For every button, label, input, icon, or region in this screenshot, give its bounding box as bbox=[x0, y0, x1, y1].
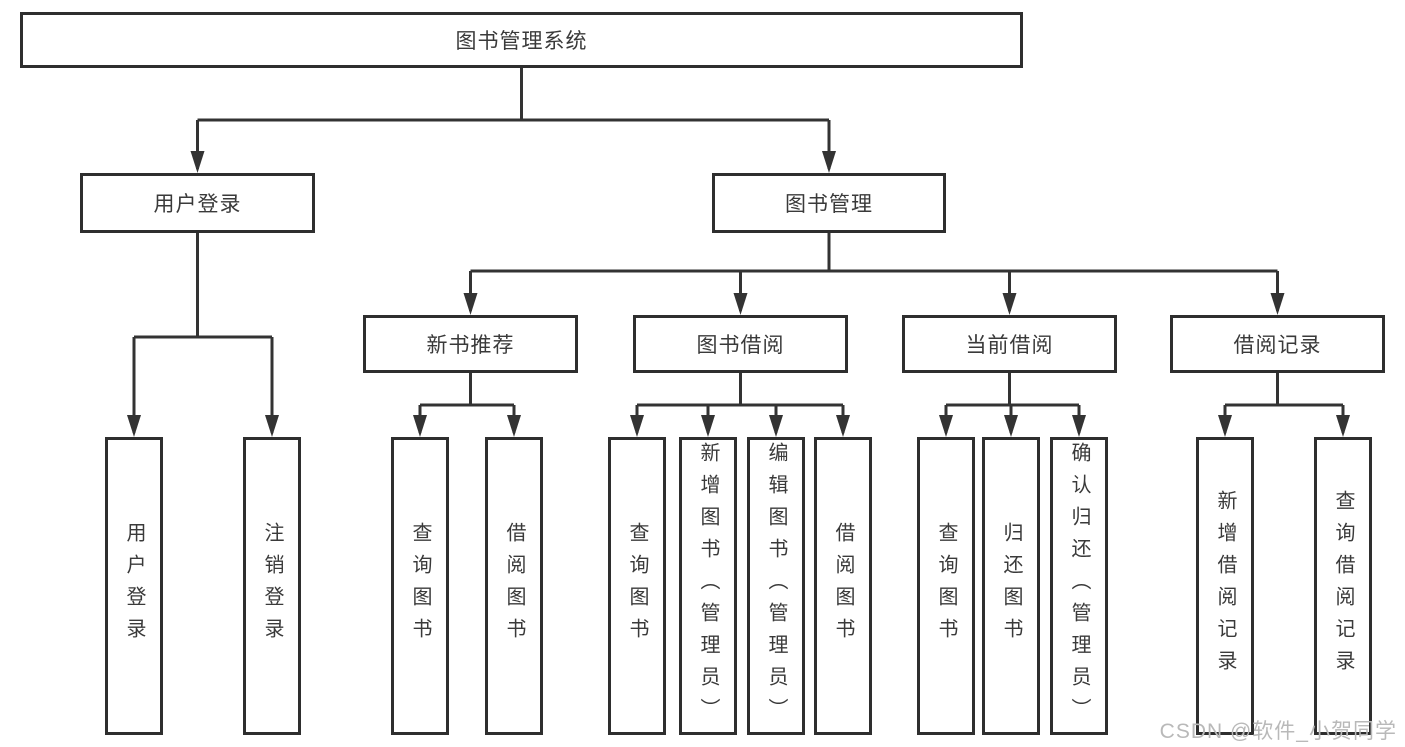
node-label: 查询借阅记录 bbox=[1332, 490, 1354, 682]
node-label: 查询图书 bbox=[935, 522, 957, 650]
node-label: 图书借阅 bbox=[696, 334, 785, 357]
leaf-borrow-books-recommend: 借阅图书 bbox=[485, 437, 543, 735]
leaf-add-book-admin: 新增图书（管理员） bbox=[679, 437, 737, 735]
node-label: 图书管理系统 bbox=[455, 30, 588, 53]
arrow-down-icon bbox=[1072, 415, 1086, 437]
node-label: 借阅记录 bbox=[1233, 334, 1322, 357]
arrow-down-icon bbox=[733, 293, 748, 315]
arrow-down-icon bbox=[939, 415, 953, 437]
node-label: 新书推荐 bbox=[426, 334, 515, 357]
node-book-borrow: 图书借阅 bbox=[633, 315, 848, 373]
leaf-query-books-borrow: 查询图书 bbox=[608, 437, 666, 735]
arrow-down-icon bbox=[1218, 415, 1232, 437]
leaf-query-books-current: 查询图书 bbox=[917, 437, 975, 735]
leaf-confirm-return-admin: 确认归还（管理员） bbox=[1050, 437, 1108, 735]
node-label: 借阅图书 bbox=[503, 522, 525, 650]
arrow-down-icon bbox=[630, 415, 644, 437]
watermark: CSDN @软件_小贺同学 bbox=[1159, 720, 1397, 743]
connector-lines bbox=[132, 68, 1345, 433]
node-label: 查询图书 bbox=[409, 522, 431, 650]
arrow-down-icon bbox=[190, 151, 205, 173]
arrow-down-icon bbox=[1270, 293, 1285, 315]
arrow-down-icon bbox=[769, 415, 783, 437]
node-root: 图书管理系统 bbox=[20, 12, 1023, 68]
node-label: 归还图书 bbox=[1000, 522, 1022, 650]
arrow-down-icon bbox=[822, 151, 836, 173]
leaf-query-books-recommend: 查询图书 bbox=[391, 437, 449, 735]
arrow-down-icon bbox=[701, 415, 715, 437]
arrow-down-icon bbox=[127, 415, 141, 437]
arrow-down-icon bbox=[463, 293, 478, 315]
leaf-user-login: 用户登录 bbox=[105, 437, 163, 735]
node-label: 用户登录 bbox=[153, 193, 242, 216]
arrow-down-icon bbox=[1002, 293, 1017, 315]
node-label: 借阅图书 bbox=[832, 522, 854, 650]
arrow-down-icon bbox=[836, 415, 850, 437]
node-label: 编辑图书（管理员） bbox=[765, 442, 787, 730]
node-label: 当前借阅 bbox=[965, 334, 1054, 357]
arrow-down-icon bbox=[413, 415, 427, 437]
arrow-down-icon bbox=[1004, 415, 1018, 437]
arrow-down-icon bbox=[507, 415, 521, 437]
node-label: 新增图书（管理员） bbox=[697, 442, 719, 730]
leaf-add-borrow-record: 新增借阅记录 bbox=[1196, 437, 1254, 735]
node-label: 用户登录 bbox=[123, 522, 145, 650]
node-borrow-records: 借阅记录 bbox=[1170, 315, 1385, 373]
leaf-borrow-books: 借阅图书 bbox=[814, 437, 872, 735]
node-new-book-recommend: 新书推荐 bbox=[363, 315, 578, 373]
node-user-login: 用户登录 bbox=[80, 173, 315, 233]
leaf-edit-book-admin: 编辑图书（管理员） bbox=[747, 437, 805, 735]
node-book-management: 图书管理 bbox=[712, 173, 946, 233]
node-current-borrow: 当前借阅 bbox=[902, 315, 1117, 373]
leaf-query-borrow-record: 查询借阅记录 bbox=[1314, 437, 1372, 735]
node-label: 确认归还（管理员） bbox=[1068, 442, 1090, 730]
node-label: 图书管理 bbox=[785, 193, 873, 216]
node-label: 查询图书 bbox=[626, 522, 648, 650]
arrow-down-icon bbox=[1336, 415, 1350, 437]
leaf-return-books: 归还图书 bbox=[982, 437, 1040, 735]
node-label: 注销登录 bbox=[261, 522, 283, 650]
leaf-logout: 注销登录 bbox=[243, 437, 301, 735]
arrow-down-icon bbox=[265, 415, 279, 437]
node-label: 新增借阅记录 bbox=[1214, 490, 1236, 682]
